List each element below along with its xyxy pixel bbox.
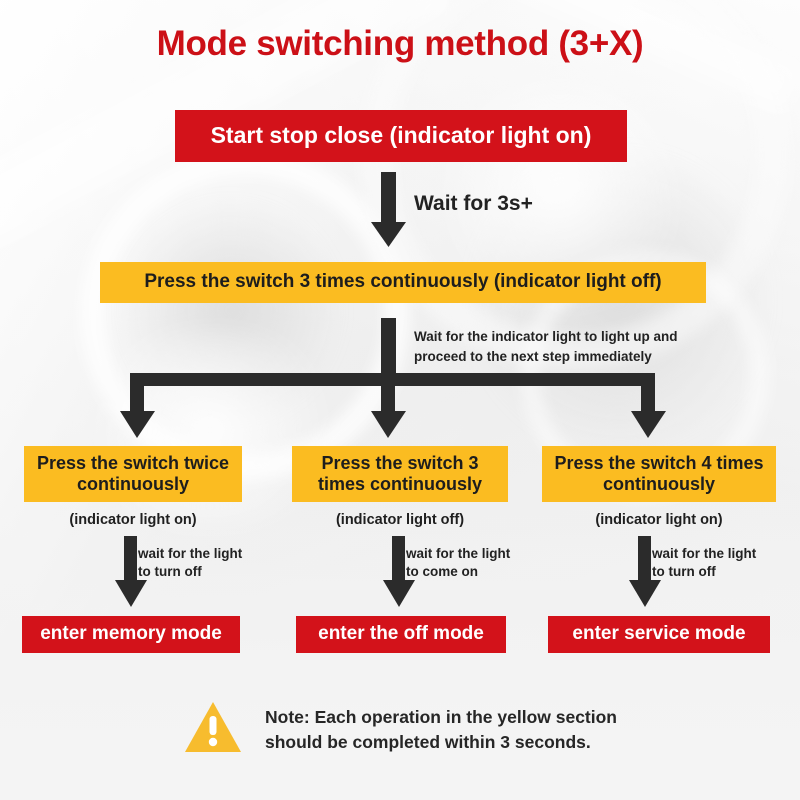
arrowhead-start-to-press3 [371, 222, 406, 247]
branch-indicator-label-0: (indicator light on) [69, 512, 197, 528]
connector-branch-1-stem [381, 373, 395, 416]
connector-branch-0-stem [130, 373, 144, 416]
connector-result-2-stem [638, 536, 651, 584]
arrowhead-result-1 [383, 580, 415, 607]
connector-press3-stem [381, 318, 396, 380]
connector-start-to-press3 [381, 172, 396, 227]
branch-indicator-label-1: (indicator light off) [335, 512, 465, 528]
arrowhead-branch-2 [631, 411, 666, 438]
branch-edge-label-1: wait for the light to come on [406, 546, 511, 580]
start-step-box[interactable]: Start stop close (indicator light on) [175, 110, 627, 162]
result-box-2[interactable]: enter service mode [548, 616, 770, 653]
result-box-0[interactable]: enter memory mode [22, 616, 240, 653]
footnote-text: Note: Each operation in the yellow secti… [265, 707, 617, 752]
branch-instruction-label: Wait for the indicator light to light up… [414, 329, 678, 364]
result-box-1[interactable]: enter the off mode [296, 616, 506, 653]
branch-edge-label-2: wait for the light to turn off [652, 546, 757, 580]
arrowhead-branch-1 [371, 411, 406, 438]
branch-action-box-0[interactable]: Press the switch twice continuously [24, 446, 242, 502]
connector-result-0-stem [124, 536, 137, 584]
page-title: Mode switching method (3+X) [156, 24, 644, 63]
arrowhead-branch-0 [120, 411, 155, 438]
branch-action-box-1[interactable]: Press the switch 3 times continuously [292, 446, 508, 502]
wait-3s-label: Wait for 3s+ [414, 192, 533, 215]
arrowhead-result-0 [115, 580, 147, 607]
connector-split-bar [130, 373, 655, 386]
footnote: Note: Each operation in the yellow secti… [0, 700, 800, 759]
branch-indicator-label-2: (indicator light on) [595, 512, 723, 528]
warning-triangle-icon [183, 700, 243, 759]
press-3-times-box[interactable]: Press the switch 3 times continuously (i… [100, 262, 706, 303]
connector-branch-2-stem [641, 373, 655, 416]
connector-result-1-stem [392, 536, 405, 584]
branch-edge-label-0: wait for the light to turn off [138, 546, 243, 580]
arrowhead-result-2 [629, 580, 661, 607]
branch-action-box-2[interactable]: Press the switch 4 times continuously [542, 446, 776, 502]
